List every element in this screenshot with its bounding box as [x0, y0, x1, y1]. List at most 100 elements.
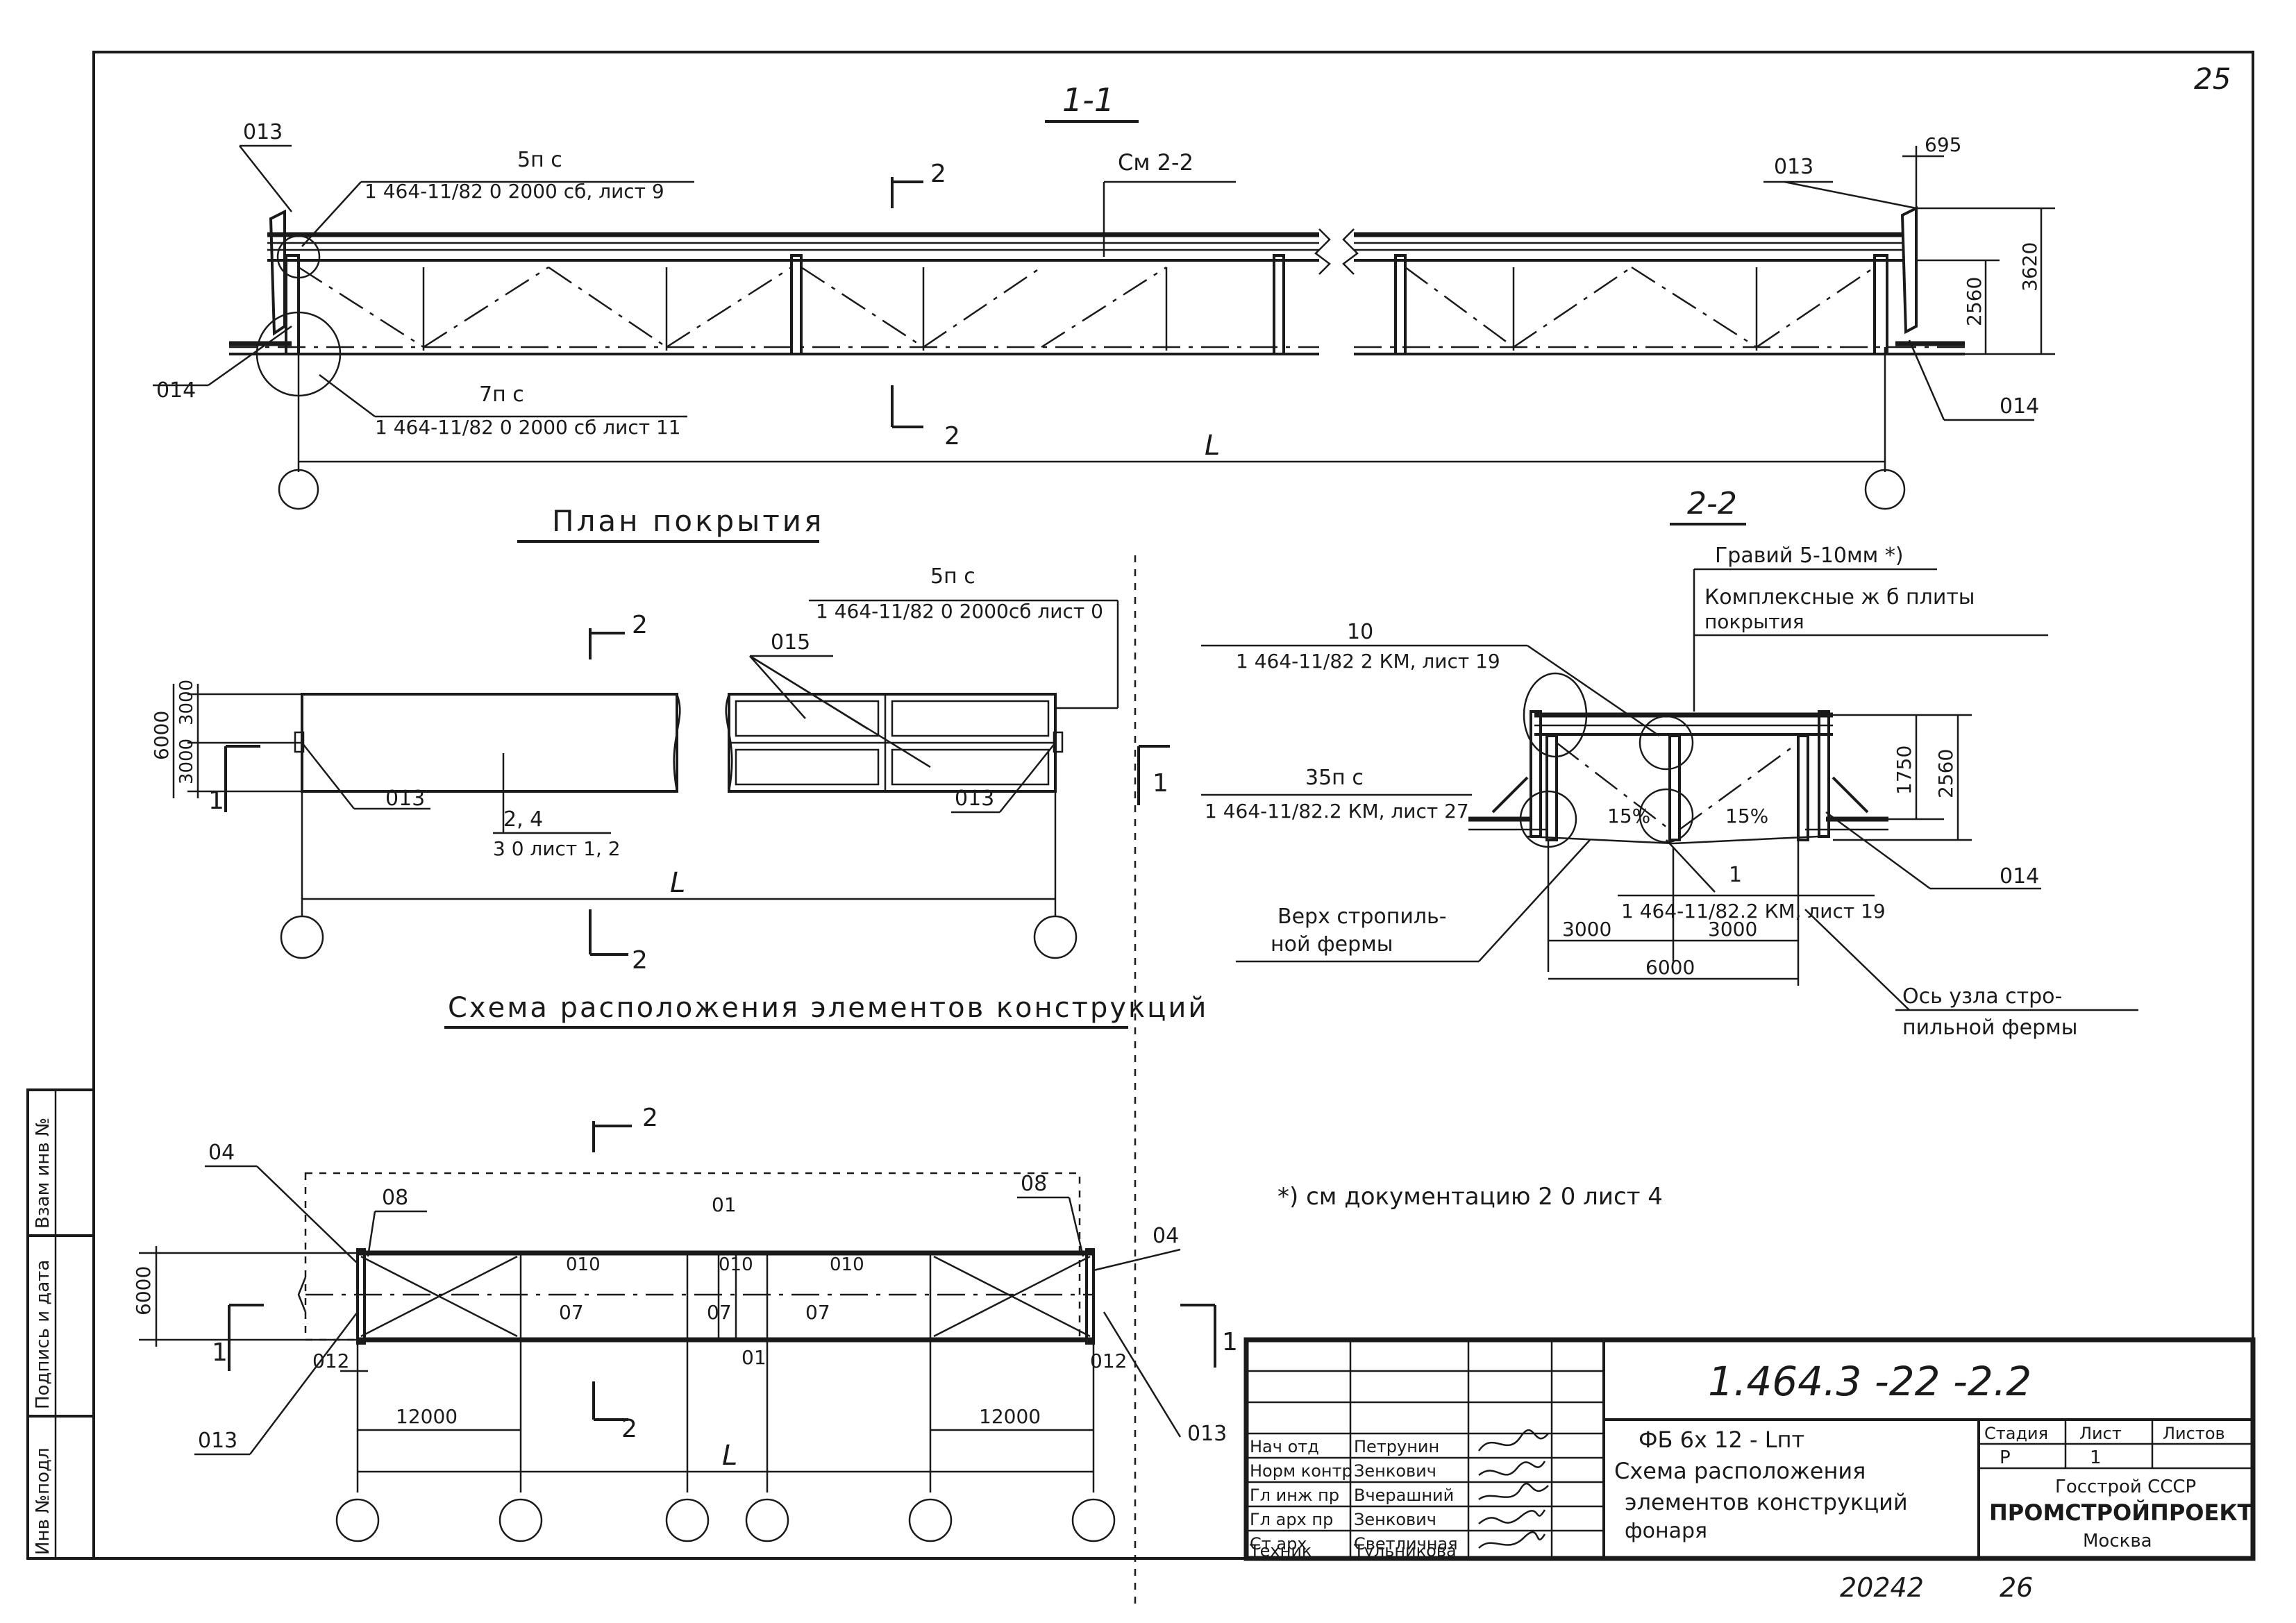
inventory-number: 20242: [1840, 1572, 1924, 1603]
stamp-names: Петрунин Зенкович Вчерашний Зенкович Све…: [1353, 1437, 1458, 1561]
plan-label-013-left: 013: [385, 787, 425, 811]
side-stamp-sign-date: Подпись и дата: [33, 1260, 53, 1409]
scheme-label-013-left: 013: [198, 1429, 237, 1453]
scheme-sec-right: 1: [1222, 1328, 1238, 1356]
plan-label-015: 015: [771, 630, 810, 655]
sec22-dim-1750: 1750: [1893, 746, 1916, 795]
cut-marker-bottom: 2: [944, 422, 960, 451]
stamp-role-2: Гл инж пр: [1250, 1486, 1339, 1505]
ref-5pc-sheet: 1 464-11/82 0 2000 сб, лист 9: [364, 180, 664, 203]
page-number-bottom: 26: [2000, 1572, 2033, 1603]
org-line-2: ПРОМСТРОЙПРОЕКТ: [1989, 1499, 2252, 1526]
stamp-name-4: Светличная: [1354, 1534, 1458, 1554]
ref-7pc-label: 7п с: [479, 382, 524, 407]
scheme-label-013-right: 013: [1187, 1422, 1227, 1446]
sheets-label: Листов: [2163, 1424, 2225, 1443]
gravel-note: Гравий 5-10мм *): [1715, 544, 1904, 568]
title-block: Нач отд Норм контр Гл инж пр Гл арх пр С…: [1243, 1337, 2256, 1561]
signature-4: [1478, 1531, 1546, 1549]
plan-dim-3000-top: 3000: [176, 680, 197, 725]
layout-scheme-title: Схема расположения элементов конструкций: [448, 992, 1208, 1024]
scheme-label-04-right: 04: [1153, 1224, 1179, 1248]
sheet-number-top: 25: [2194, 62, 2231, 96]
ref10-sheet: 1 464-11/82 2 КМ, лист 19: [1236, 650, 1500, 673]
scheme-dim-6000: 6000: [132, 1266, 155, 1315]
label-014-right: 014: [2000, 394, 2039, 419]
scheme-label-010-b: 010: [719, 1254, 753, 1275]
plan-ref-5pc: 5п с: [930, 564, 975, 589]
plan-sec-right: 1: [1153, 769, 1168, 798]
slabs-note-1: Комплексные ж б плиты: [1704, 585, 1975, 609]
doc-title-3: фонаря: [1625, 1519, 1707, 1543]
side-stamp: Взам инв № Подпись и дата Инв №подл: [26, 1088, 95, 1560]
slope-left: 15%: [1607, 805, 1650, 827]
see-2-2-note: См 2-2: [1118, 149, 1193, 176]
section-1-1-title: 1-1: [1062, 81, 1114, 119]
scheme-label-012-right: 012: [1090, 1349, 1127, 1372]
scheme-label-07-c: 07: [805, 1301, 830, 1324]
stamp-name-3: Зенкович: [1354, 1510, 1436, 1529]
slope-right: 15%: [1725, 805, 1768, 827]
scheme-label-010-c: 010: [830, 1254, 864, 1275]
plan-title: План покрытия: [552, 504, 824, 538]
scheme-label-08-right: 08: [1021, 1172, 1047, 1196]
scheme-span-label: L: [722, 1440, 737, 1472]
plan-cut-top: 2: [632, 611, 648, 639]
stamp-name-0: Петрунин: [1354, 1437, 1439, 1456]
label-013-right: 013: [1774, 155, 1813, 179]
plan-label-013-right: 013: [955, 787, 994, 811]
scheme-label-012-left: 012: [312, 1349, 349, 1372]
scheme-cut-top: 2: [642, 1104, 658, 1132]
scheme-sec-left: 1: [212, 1338, 228, 1367]
section-1-1: 1-1: [153, 81, 2055, 510]
dim-3620: 3620: [2018, 242, 2041, 292]
dim-2560: 2560: [1963, 277, 1986, 326]
ref-7pc-sheet: 1 464-11/82 0 2000 сб лист 11: [375, 416, 681, 439]
side-stamp-inv-no: Инв №подл: [33, 1447, 53, 1555]
stamp-role-1: Норм контр: [1250, 1461, 1352, 1481]
slabs-note-2: покрытия: [1704, 610, 1804, 633]
footnote: *) см документацию 2 0 лист 4: [1277, 1183, 1663, 1211]
doc-code: 1.464.3 -22 -2.2: [1708, 1358, 2031, 1405]
scheme-label-01-bottom: 01: [741, 1346, 766, 1369]
ref10-label: 10: [1347, 620, 1373, 644]
stamp-role-4: Ст арх: [1250, 1534, 1307, 1554]
scheme-dim-12000-left: 12000: [396, 1405, 458, 1428]
signature-0: [1477, 1429, 1549, 1452]
span-label: L: [1205, 430, 1220, 462]
stamp-role-0: Нач отд: [1250, 1437, 1319, 1456]
stamp-name-2: Вчерашний: [1354, 1486, 1454, 1505]
plan-dim-6000: 6000: [150, 711, 173, 760]
side-stamp-replace-inv: Взам инв №: [33, 1118, 53, 1229]
ref1-sheet: 1 464-11/82.2 КМ, лист 19: [1621, 900, 1886, 923]
dim-695: 695: [1925, 133, 1961, 156]
stamp-name-5: Тульникова: [1353, 1541, 1457, 1561]
scheme-label-08-left: 08: [382, 1186, 408, 1210]
scheme-label-07-b: 07: [707, 1301, 732, 1324]
section-2-2: 2-2 15% 15% 1750 2560: [1201, 486, 2138, 1040]
stamp-role-3: Гл арх пр: [1250, 1510, 1333, 1529]
node-axis-note-2: пильной фермы: [1902, 1016, 2077, 1040]
stamp-name-1: Зенкович: [1354, 1461, 1436, 1481]
sheet-value: 1: [2090, 1447, 2102, 1468]
plan-ref-24-sheet: 3 0 лист 1, 2: [493, 837, 621, 860]
ref35-label: 35п с: [1305, 766, 1364, 790]
scheme-label-07-a: 07: [559, 1301, 584, 1324]
org-line-3: Москва: [2083, 1531, 2152, 1551]
plan-span-label: L: [670, 867, 685, 899]
org-line-1: Госстрой СССР: [2055, 1477, 2196, 1497]
signature-3: [1478, 1509, 1546, 1524]
doc-title-1: Схема расположения: [1614, 1458, 1866, 1484]
ref35-sheet: 1 464-11/82.2 КМ, лист 27: [1205, 800, 1469, 823]
sec22-label-014: 014: [2000, 864, 2039, 889]
stage-label: Стадия: [1984, 1424, 2048, 1443]
plan-ref-5pc-sheet: 1 464-11/82 0 2000сб лист 0: [816, 600, 1103, 623]
stamp-role-5: Техник: [1249, 1541, 1312, 1561]
scheme-cut-bottom: 2: [621, 1415, 637, 1443]
truss-right-half: 695 2560 3620: [1342, 133, 2055, 510]
signature-2: [1478, 1483, 1549, 1501]
scheme-label-04-left: 04: [208, 1141, 235, 1165]
truss-top-note-1: Верх стропиль-: [1277, 905, 1447, 929]
layout-scheme: Схема расположения элементов конструкций…: [132, 992, 1238, 1542]
section-2-2-title: 2-2: [1687, 486, 1737, 521]
